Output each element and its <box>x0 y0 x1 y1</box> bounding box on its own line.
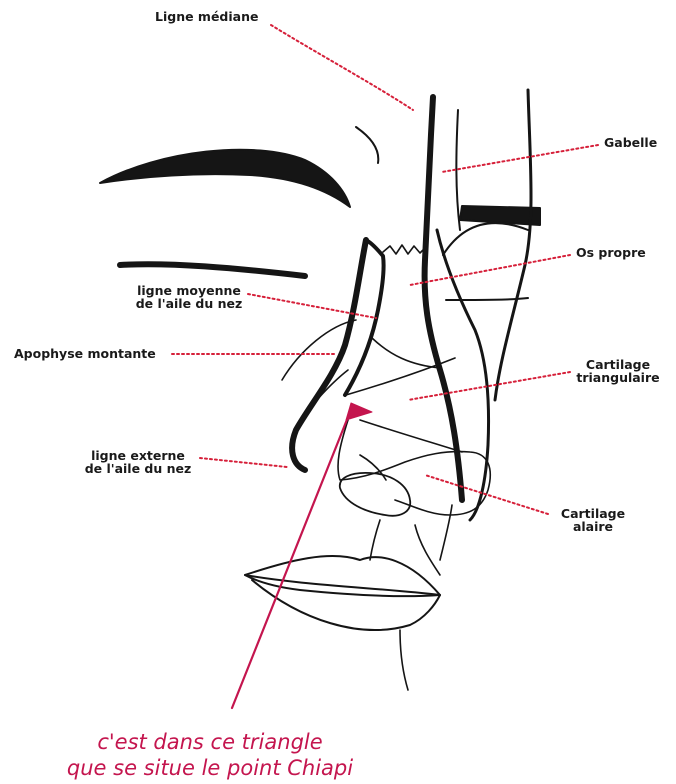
leader-ligne-mediane <box>271 25 413 110</box>
right-face-contour <box>495 90 531 400</box>
label-ligne-mediane: Ligne médiane <box>155 10 258 23</box>
brow-curve <box>356 127 378 163</box>
nasion-zigzag <box>383 245 426 254</box>
label-ligne-externe: ligne externe de l'aile du nez <box>74 449 202 475</box>
label-cartilage-alaire-line2: alaire <box>553 520 633 533</box>
label-ligne-moyenne-line2: de l'aile du nez <box>130 297 248 310</box>
label-ligne-moyenne: ligne moyenne de l'aile du nez <box>130 284 248 310</box>
left-eyebrow <box>100 150 350 207</box>
right-eyebrow <box>460 206 540 225</box>
caption-line1: c'est dans ce triangle <box>0 730 420 754</box>
upper-lip <box>245 556 440 596</box>
label-cartilage-tri-line2: triangulaire <box>566 371 670 384</box>
label-cartilage-alaire: Cartilage alaire <box>553 507 633 533</box>
label-os-propre: Os propre <box>576 246 646 259</box>
label-cartilage-triangulaire: Cartilage triangulaire <box>566 358 670 384</box>
chin <box>400 630 408 690</box>
label-ligne-externe-line2: de l'aile du nez <box>74 462 202 475</box>
leader-gabelle <box>442 145 598 172</box>
leader-ligne-externe <box>200 458 287 467</box>
leader-cartilage-alaire <box>425 475 548 514</box>
label-apophyse-montante: Apophyse montante <box>14 347 156 360</box>
leader-os-propre <box>410 255 570 285</box>
left-eye <box>120 264 305 276</box>
alar-cartilage <box>338 420 490 515</box>
caption-line2: que se situe le point Chiapi <box>0 756 420 780</box>
label-gabelle: Gabelle <box>604 136 657 149</box>
